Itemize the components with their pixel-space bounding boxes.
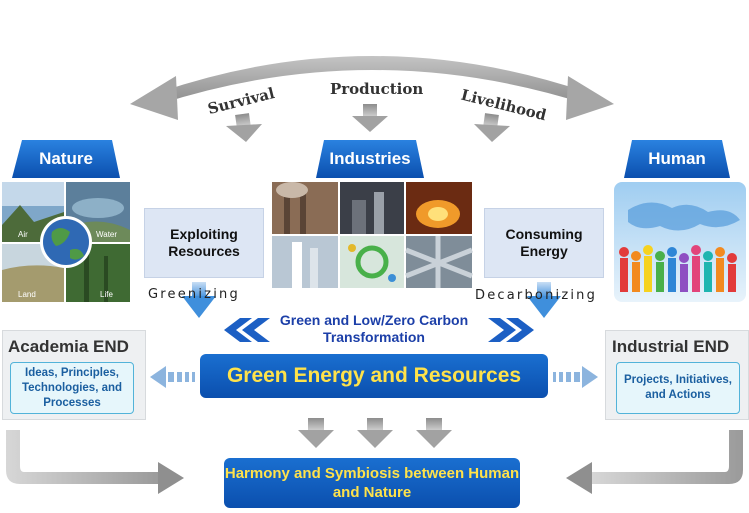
nature-banner [12, 140, 120, 178]
exploiting-resources-label: Exploiting Resources [168, 226, 240, 259]
nature-label-water: Water [96, 230, 118, 239]
left-bracket-arrow [6, 430, 184, 494]
greenizing-arrow [182, 282, 216, 318]
production-label: Production [330, 80, 424, 98]
production-arrow [352, 104, 388, 132]
human-image [614, 182, 746, 302]
academia-title: Academia END [8, 337, 129, 356]
decarbonizing-arrow [527, 282, 561, 318]
decarbonizing-label: Decarbonizing [475, 288, 598, 303]
industrial-body: Projects, Initiatives, and Actions [616, 362, 740, 414]
top-double-arrow [130, 56, 614, 120]
human-title: Human [648, 149, 706, 168]
right-chevrons [488, 318, 534, 342]
nature-label-air: Air [18, 230, 28, 239]
right-bracket-arrow [566, 430, 743, 494]
transformation-label: Green and Low/Zero Carbon Transformation [279, 312, 469, 345]
human-banner [624, 140, 730, 178]
consuming-energy-label: Consuming Energy [505, 226, 583, 259]
nature-image [2, 182, 130, 302]
survival-arrow [226, 113, 262, 142]
nature-title: Nature [39, 149, 93, 168]
livelihood-arrow [474, 113, 510, 142]
exploiting-resources-box: Exploiting Resources [144, 208, 264, 278]
right-dotted-arrow [553, 366, 598, 388]
industrial-title: Industrial END [612, 337, 730, 356]
consuming-energy-box: Consuming Energy [484, 208, 604, 278]
industries-image [272, 182, 473, 288]
harmony-banner: Harmony and Symbiosis between Human and … [224, 458, 520, 508]
left-chevrons [224, 318, 270, 342]
left-dotted-arrow [150, 366, 195, 388]
greenizing-label: Greenizing [148, 287, 240, 302]
nature-label-land: Land [18, 290, 36, 299]
green-energy-banner: Green Energy and Resources [200, 354, 548, 398]
industries-title: Industries [329, 149, 411, 168]
harmony-down-arrows [298, 418, 452, 448]
nature-label-life: Life [100, 290, 113, 299]
academia-body: Ideas, Principles, Technologies, and Pro… [10, 362, 134, 414]
industries-banner [316, 140, 424, 178]
